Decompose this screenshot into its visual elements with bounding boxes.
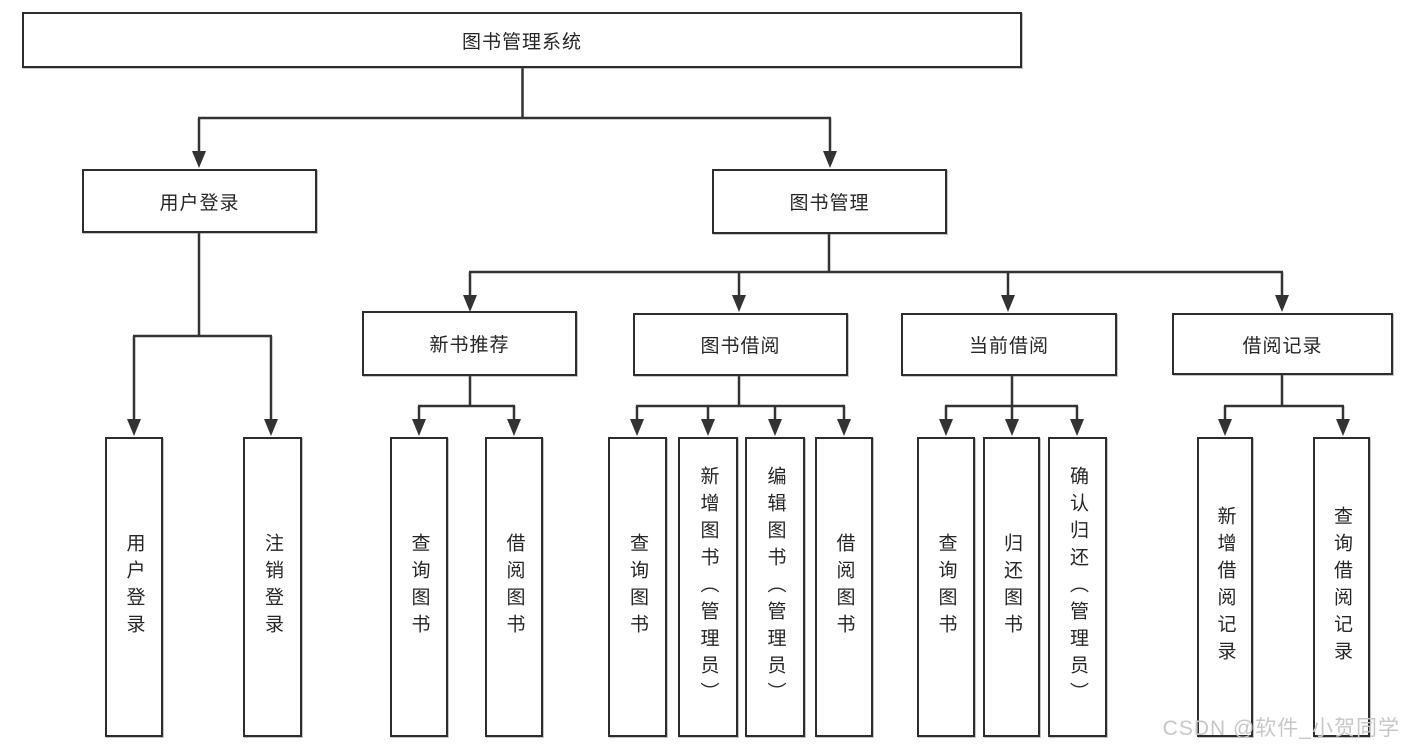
watermark-text: CSDN @软件_小贺同学 [1162, 717, 1400, 740]
leaf-label: 新增借阅记录 [1214, 506, 1236, 668]
leaf-label: 确认归还（管理员） [1067, 465, 1088, 709]
connector-recommend-children [412, 375, 521, 436]
connector-user-login-children [127, 232, 278, 436]
node-label: 图书借阅 [700, 336, 781, 357]
leaf-confirm-return-admin: 确认归还（管理员） [1048, 437, 1107, 737]
node-library-management-system: 图书管理系统 [22, 12, 1022, 68]
connector-borrowing-children [630, 375, 851, 436]
node-book-borrowing: 图书借阅 [633, 313, 848, 376]
node-label: 新书推荐 [429, 335, 510, 356]
leaf-user-login: 用户登录 [105, 437, 163, 737]
leaf-label: 归还图书 [1001, 533, 1022, 641]
node-current-borrowing: 当前借阅 [901, 313, 1117, 376]
node-book-management-branch: 图书管理 [712, 169, 947, 234]
leaf-label: 编辑图书（管理员） [764, 465, 786, 709]
leaf-label: 借阅图书 [503, 533, 525, 641]
node-label: 图书管理 [789, 193, 870, 214]
connector-current-children [939, 375, 1084, 436]
leaf-label: 查询图书 [627, 533, 648, 641]
leaf-query-borrow-record: 查询借阅记录 [1313, 437, 1370, 737]
leaf-label: 查询图书 [408, 533, 430, 641]
leaf-label: 查询借阅记录 [1331, 506, 1352, 668]
node-label: 借阅记录 [1242, 335, 1323, 357]
leaf-edit-books-admin: 编辑图书（管理员） [745, 437, 805, 737]
leaf-logout-login: 注销登录 [243, 437, 302, 737]
leaf-recommend-query-books: 查询图书 [390, 437, 448, 737]
leaf-label: 注销登录 [262, 533, 283, 641]
leaf-add-borrow-record: 新增借阅记录 [1197, 437, 1253, 737]
node-label: 用户登录 [159, 192, 240, 214]
leaf-recommend-borrow-books: 借阅图书 [485, 437, 543, 737]
leaf-borrowing-query-books: 查询图书 [608, 437, 667, 737]
leaf-label: 新增图书（管理员） [697, 465, 719, 709]
leaf-borrowing-borrow-books: 借阅图书 [815, 437, 873, 737]
leaf-current-query-books: 查询图书 [917, 437, 975, 737]
node-user-login-branch: 用户登录 [82, 169, 317, 233]
node-new-book-recommendation: 新书推荐 [362, 311, 577, 376]
connector-book-management-children [463, 233, 1289, 312]
node-label: 当前借阅 [968, 336, 1049, 357]
connector-records-children [1218, 374, 1350, 436]
leaf-label: 用户登录 [123, 533, 145, 641]
leaf-return-books: 归还图书 [983, 437, 1040, 737]
connector-root-to-level2 [192, 68, 837, 168]
leaf-label: 借阅图书 [833, 533, 855, 641]
leaf-label: 查询图书 [935, 533, 957, 641]
node-borrowing-records: 借阅记录 [1172, 313, 1393, 375]
node-label: 图书管理系统 [461, 31, 582, 53]
leaf-add-books-admin: 新增图书（管理员） [678, 437, 738, 737]
